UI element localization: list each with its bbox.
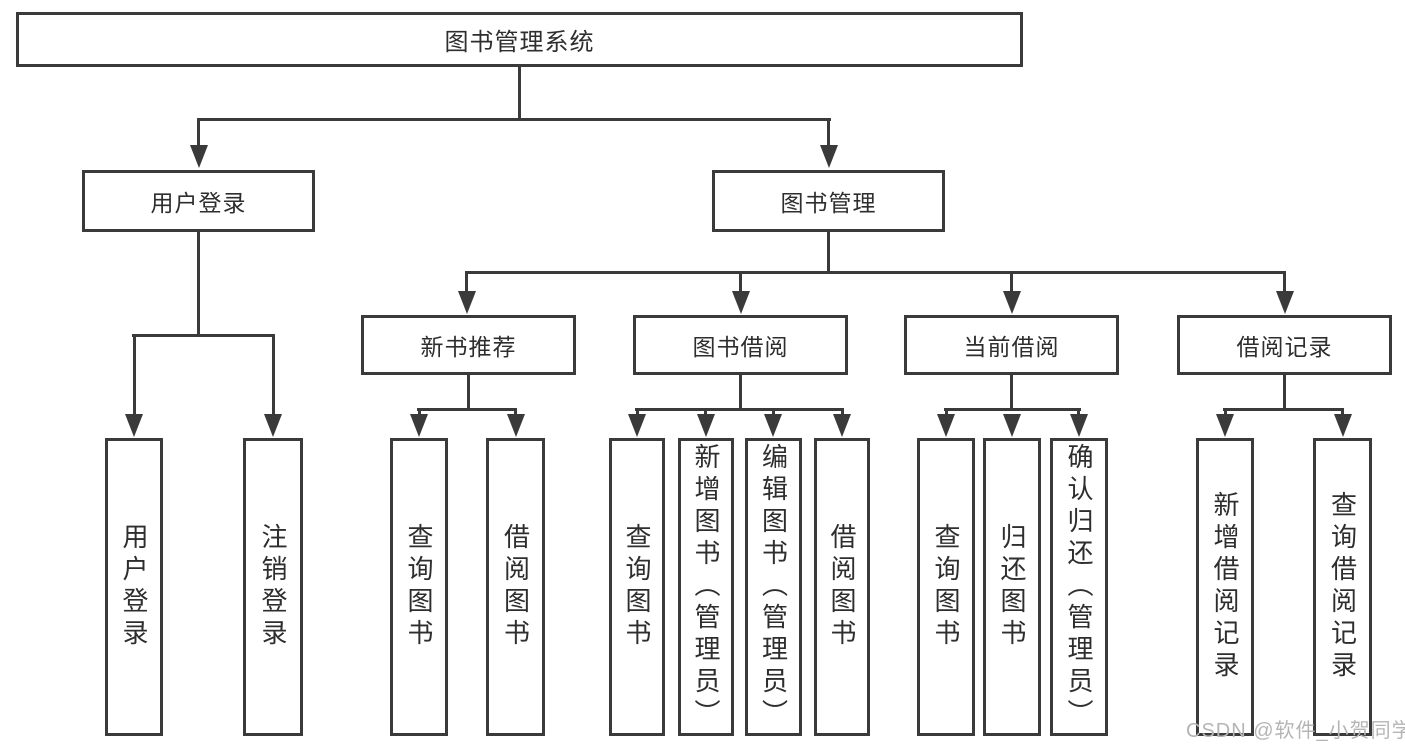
arrow-down-icon bbox=[732, 291, 750, 314]
arrow-down-icon bbox=[125, 414, 143, 437]
connector-line bbox=[467, 375, 470, 410]
arrow-down-icon bbox=[1334, 414, 1352, 437]
connector-line bbox=[704, 408, 707, 417]
connector-line bbox=[772, 408, 775, 417]
leaf-label: 确认归还（管理员） bbox=[1064, 443, 1094, 731]
connector-line bbox=[518, 66, 521, 120]
connector-line bbox=[739, 271, 742, 294]
leaf-label: 用户登录 bbox=[119, 523, 149, 651]
connector-line bbox=[944, 408, 1081, 411]
leaf-label: 借阅图书 bbox=[500, 523, 531, 651]
connector-line bbox=[635, 408, 843, 411]
node-new-book-recommend: 新书推荐 bbox=[361, 315, 576, 375]
connector-line bbox=[1283, 271, 1286, 294]
arrow-down-icon bbox=[1216, 414, 1234, 437]
connector-line bbox=[132, 334, 275, 337]
connector-line bbox=[841, 408, 844, 417]
connector-line bbox=[827, 232, 830, 273]
node-borrowing-records: 借阅记录 bbox=[1177, 315, 1392, 375]
leaf-label: 归还图书 bbox=[997, 523, 1027, 651]
connector-line bbox=[197, 118, 831, 121]
node-user-login: 用户登录 bbox=[82, 170, 315, 232]
leaf-query-books: 查询图书 bbox=[390, 438, 448, 736]
arrow-down-icon bbox=[764, 414, 782, 437]
arrow-down-icon bbox=[507, 414, 525, 437]
connector-line bbox=[1283, 375, 1286, 410]
arrow-down-icon bbox=[458, 291, 476, 314]
arrow-down-icon bbox=[1070, 414, 1088, 437]
arrow-down-icon bbox=[697, 414, 715, 437]
connector-line bbox=[418, 408, 421, 417]
leaf-label: 新增借阅记录 bbox=[1210, 491, 1240, 683]
leaf-label: 注销登录 bbox=[258, 523, 288, 651]
connector-line bbox=[1224, 408, 1227, 417]
leaf-add-book-admin: 新增图书（管理员） bbox=[678, 438, 734, 736]
arrow-down-icon bbox=[628, 414, 646, 437]
leaf-edit-book-admin: 编辑图书（管理员） bbox=[745, 438, 802, 736]
connector-line bbox=[514, 408, 517, 417]
connector-line bbox=[1010, 271, 1013, 294]
arrow-down-icon bbox=[1003, 291, 1021, 314]
leaf-label: 借阅图书 bbox=[827, 523, 857, 651]
node-library-system: 图书管理系统 bbox=[16, 12, 1023, 67]
arrow-down-icon bbox=[1276, 291, 1294, 314]
leaf-return-books: 归还图书 bbox=[983, 438, 1041, 736]
connector-line bbox=[272, 334, 275, 416]
connector-line bbox=[945, 408, 948, 417]
arrow-down-icon bbox=[820, 145, 838, 168]
connector-line bbox=[636, 408, 639, 417]
leaf-label: 编辑图书（管理员） bbox=[758, 443, 789, 731]
csdn-watermark: CSDN @软件_小贺同学 bbox=[1186, 720, 1405, 742]
leaf-query-borrow-record: 查询借阅记录 bbox=[1313, 438, 1372, 736]
leaf-label: 查询借阅记录 bbox=[1327, 491, 1358, 683]
leaf-add-borrow-record: 新增借阅记录 bbox=[1196, 438, 1254, 736]
leaf-user-login: 用户登录 bbox=[105, 438, 163, 736]
leaf-label: 查询图书 bbox=[622, 523, 652, 651]
connector-line bbox=[417, 408, 517, 411]
connector-line bbox=[197, 232, 200, 336]
leaf-query-books: 查询图书 bbox=[917, 438, 975, 736]
leaf-borrow-books: 借阅图书 bbox=[814, 438, 870, 736]
connector-line bbox=[827, 118, 830, 148]
leaf-borrow-books: 借阅图书 bbox=[486, 438, 545, 736]
connector-line bbox=[1077, 408, 1080, 417]
leaf-logout: 注销登录 bbox=[243, 438, 303, 736]
connector-line bbox=[739, 375, 742, 410]
node-book-borrowing: 图书借阅 bbox=[633, 315, 848, 375]
arrow-down-icon bbox=[410, 414, 428, 437]
leaf-label: 新增图书（管理员） bbox=[691, 443, 721, 731]
node-current-borrowing: 当前借阅 bbox=[904, 315, 1119, 375]
node-book-management: 图书管理 bbox=[712, 170, 945, 232]
connector-line bbox=[465, 271, 468, 294]
arrow-down-icon bbox=[190, 145, 208, 168]
arrow-down-icon bbox=[1003, 414, 1021, 437]
connector-line bbox=[465, 271, 1285, 274]
leaf-confirm-return-admin: 确认归还（管理员） bbox=[1050, 438, 1108, 736]
connector-line bbox=[197, 118, 200, 148]
connector-line bbox=[133, 334, 136, 416]
leaf-label: 查询图书 bbox=[404, 523, 434, 651]
arrow-down-icon bbox=[264, 414, 282, 437]
arrow-down-icon bbox=[833, 414, 851, 437]
leaf-label: 查询图书 bbox=[931, 523, 961, 651]
connector-line bbox=[1223, 408, 1344, 411]
arrow-down-icon bbox=[937, 414, 955, 437]
connector-line bbox=[1010, 375, 1013, 410]
leaf-query-books: 查询图书 bbox=[609, 438, 665, 736]
connector-line bbox=[1341, 408, 1344, 417]
